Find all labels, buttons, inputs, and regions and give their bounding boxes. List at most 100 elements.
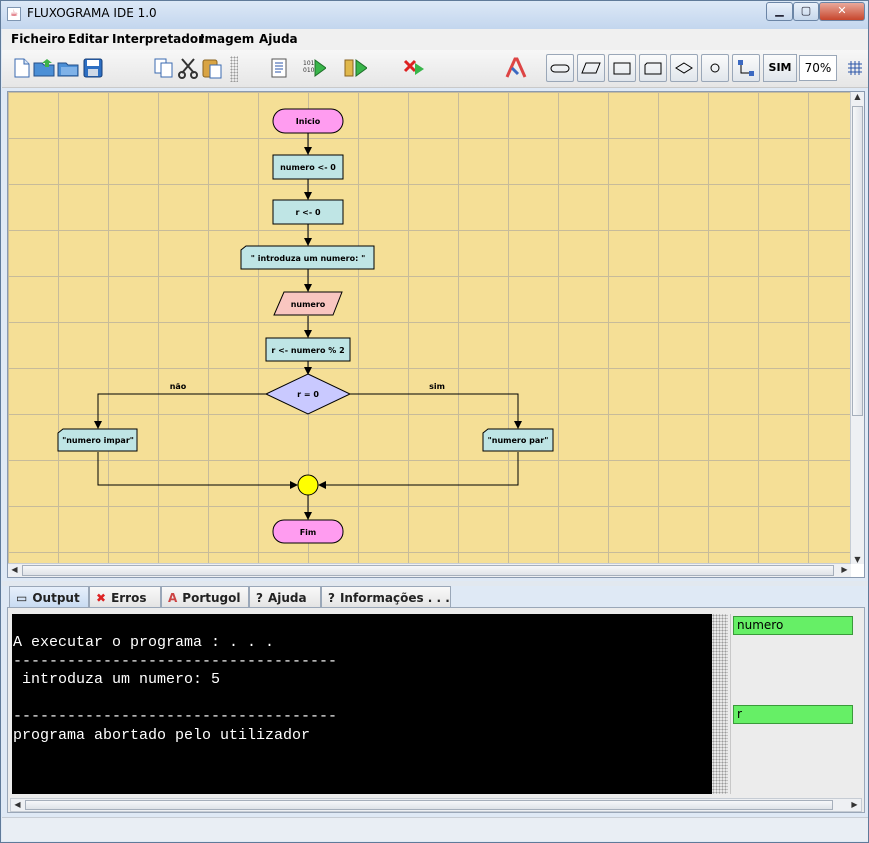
tab-output[interactable]: ▭Output: [9, 586, 89, 607]
input-numero-label: numero: [291, 300, 326, 309]
branch-yes-label: sim: [429, 382, 445, 391]
process-r-init-label: r <- 0: [295, 208, 321, 217]
font-icon[interactable]: [504, 56, 528, 80]
flow-connectors: [94, 133, 522, 520]
svg-text:010: 010: [303, 67, 315, 74]
output-horizontal-scrollbar[interactable]: ◀ ▶: [10, 798, 862, 812]
tab-ajuda-label: Ajuda: [267, 591, 307, 605]
output-console[interactable]: A executar o programa : . . .-----------…: [12, 614, 712, 794]
window-title: FLUXOGRAMA IDE 1.0: [27, 6, 157, 20]
tab-informacoes-label: Informações . . .: [339, 591, 450, 605]
status-bar: [2, 817, 868, 841]
zoom-field[interactable]: 70%: [799, 55, 837, 81]
menu-interpretador[interactable]: Interpretador: [112, 32, 205, 46]
maximize-button[interactable]: ▢: [793, 2, 819, 21]
io-shape-icon[interactable]: [577, 54, 605, 82]
tab-informacoes[interactable]: ? Informações . . .: [321, 586, 451, 607]
title-bar[interactable]: ☕ FLUXOGRAMA IDE 1.0 ▁ ▢ ✕: [1, 1, 868, 29]
tab-erros[interactable]: ✖ Erros: [89, 586, 161, 607]
grid-toggle-icon[interactable]: [843, 56, 867, 80]
scroll-left-arrow[interactable]: ◀: [11, 565, 18, 574]
output-impar-node[interactable]: [57, 428, 138, 452]
tab-erros-label: Erros: [111, 591, 147, 605]
join-connector[interactable]: [297, 474, 319, 496]
java-icon: ☕: [7, 7, 21, 21]
end-node[interactable]: [272, 519, 344, 544]
connector-shape-icon[interactable]: [701, 54, 729, 82]
open-folder-icon[interactable]: [33, 56, 57, 80]
end-label: Fim: [300, 528, 317, 537]
tab-portugol[interactable]: A Portugol: [161, 586, 249, 607]
console-separator: ------------------------------------: [13, 652, 338, 670]
variable-numero[interactable]: numero: [733, 616, 853, 635]
variables-panel: numero r: [730, 614, 863, 794]
paste-icon[interactable]: [200, 56, 224, 80]
decision-node[interactable]: [264, 373, 352, 415]
output-scroll-thumb[interactable]: [25, 800, 833, 810]
decision-label: r = 0: [297, 390, 319, 399]
new-file-icon[interactable]: [10, 56, 34, 80]
tab-ajuda[interactable]: ?Ajuda: [249, 586, 321, 607]
split-divider[interactable]: [2, 581, 868, 586]
panel-grip[interactable]: [712, 614, 728, 794]
cut-icon[interactable]: [176, 56, 200, 80]
variable-r[interactable]: r: [733, 705, 853, 724]
source-code-icon[interactable]: [267, 56, 291, 80]
link-tool-icon[interactable]: [732, 54, 760, 82]
error-x-icon: ✖: [96, 591, 107, 605]
output-panel: A executar o programa : . . .-----------…: [7, 607, 865, 813]
scroll-down-arrow[interactable]: ▼: [854, 555, 861, 564]
bottom-tabs: ▭Output ✖ Erros A Portugol ?Ajuda ? Informa…: [7, 586, 865, 607]
process-modulo[interactable]: [265, 337, 351, 362]
output-par-node[interactable]: [482, 428, 554, 452]
stop-icon[interactable]: [402, 56, 426, 80]
output-shape-icon[interactable]: [639, 54, 667, 82]
flowchart-area: Inicio numero <- 0 r <- 0 " introduza um…: [7, 91, 865, 578]
output-par-label: "numero par": [488, 436, 549, 445]
close-button[interactable]: ✕: [819, 2, 865, 21]
copy-icon[interactable]: [152, 56, 176, 80]
flowchart-canvas[interactable]: Inicio numero <- 0 r <- 0 " introduza um…: [8, 92, 851, 564]
menu-ajuda[interactable]: Ajuda: [259, 32, 298, 46]
open-recent-icon[interactable]: [57, 56, 81, 80]
svg-text:101: 101: [303, 60, 315, 67]
scroll-left-arrow[interactable]: ◀: [14, 800, 21, 809]
menu-imagem[interactable]: Imagem: [200, 32, 255, 46]
console-line: A executar o programa : . . .: [13, 634, 275, 651]
process-numero-init-label: numero <- 0: [280, 163, 336, 172]
console-line: programa abortado pelo utilizador: [13, 726, 311, 744]
tab-portugol-label: Portugol: [182, 591, 241, 605]
scroll-right-arrow[interactable]: ▶: [851, 800, 858, 809]
toolbar-grip: [230, 56, 238, 82]
simulate-button[interactable]: SIM: [763, 54, 797, 82]
scroll-up-arrow[interactable]: ▲: [854, 92, 861, 101]
run-step-icon[interactable]: [343, 56, 367, 80]
output-prompt-label: " introduza um numero: ": [251, 254, 365, 263]
menu-bar: Ficheiro Editar Interpretador Imagem Aju…: [2, 29, 868, 50]
decision-shape-icon[interactable]: [670, 54, 698, 82]
question-icon: ?: [328, 591, 335, 605]
canvas-horizontal-scrollbar[interactable]: ◀ ▶: [8, 563, 851, 577]
canvas-vertical-scrollbar[interactable]: ▲ ▼: [850, 92, 864, 564]
console-line: introduza um numero: 5: [13, 671, 221, 689]
horizontal-scroll-thumb[interactable]: [22, 565, 834, 576]
minimize-button[interactable]: ▁: [766, 2, 793, 21]
menu-editar[interactable]: Editar: [68, 32, 109, 46]
terminal-shape-icon[interactable]: [546, 54, 574, 82]
save-icon[interactable]: [81, 56, 105, 80]
vertical-scroll-thumb[interactable]: [852, 106, 863, 416]
process-r-init[interactable]: [272, 199, 344, 225]
start-node[interactable]: [272, 108, 344, 134]
input-numero-node[interactable]: [273, 291, 343, 316]
font-icon: A: [168, 591, 178, 605]
start-label: Inicio: [296, 117, 321, 126]
menu-ficheiro[interactable]: Ficheiro: [11, 32, 66, 46]
tab-output-label: Output: [32, 591, 80, 605]
scroll-right-arrow[interactable]: ▶: [841, 565, 848, 574]
output-impar-label: "numero impar": [62, 436, 134, 445]
output-prompt-node[interactable]: [240, 245, 375, 270]
process-numero-init[interactable]: [272, 154, 344, 180]
process-shape-icon[interactable]: [608, 54, 636, 82]
